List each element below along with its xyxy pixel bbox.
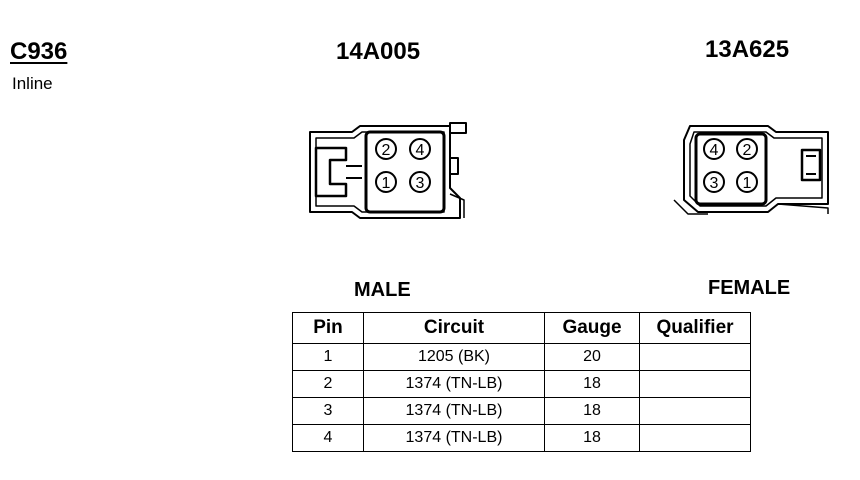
- header-circuit: Circuit: [363, 312, 545, 344]
- gauge-cell: 18: [544, 424, 640, 452]
- pin-table: Pin Circuit Gauge Qualifier 1 1205 (BK) …: [292, 312, 751, 452]
- male-connector-face: 2 4 1 3: [309, 122, 467, 219]
- female-label: FEMALE: [708, 277, 791, 299]
- table-row: 3 1374 (TN-LB) 18: [292, 397, 751, 425]
- male-part-number: 14A005: [336, 38, 421, 65]
- circuit-cell: 1374 (TN-LB): [363, 397, 545, 425]
- gauge-cell: 20: [544, 343, 640, 371]
- pin-cell: 1: [292, 343, 364, 371]
- header-pin: Pin: [292, 312, 364, 344]
- female-latch: [800, 148, 822, 182]
- male-cavity-label: 1: [382, 175, 391, 192]
- male-side-tab: [449, 122, 467, 134]
- circuit-cell: 1374 (TN-LB): [363, 370, 545, 398]
- pin-cell: 2: [292, 370, 364, 398]
- female-cavity-label: 2: [743, 142, 752, 159]
- qualifier-cell: [639, 370, 751, 398]
- gauge-cell: 18: [544, 397, 640, 425]
- gauge-cell: 18: [544, 370, 640, 398]
- pin-cell: 3: [292, 397, 364, 425]
- female-cavity-block: [694, 132, 768, 206]
- female-cavity-circle: [703, 138, 725, 160]
- header-qualifier: Qualifier: [639, 312, 751, 344]
- table-row: 2 1374 (TN-LB) 18: [292, 370, 751, 398]
- qualifier-cell: [639, 343, 751, 371]
- female-lip: [673, 199, 708, 215]
- male-cavity-circle: [375, 171, 397, 193]
- male-cavity-label: 2: [382, 142, 391, 159]
- male-housing-inner: [315, 131, 445, 213]
- male-latch: [314, 146, 348, 198]
- male-cavity-block: [364, 130, 446, 214]
- male-label: MALE: [354, 279, 411, 301]
- circuit-cell: 1205 (BK): [363, 343, 545, 371]
- table-row: 4 1374 (TN-LB) 18: [292, 424, 751, 452]
- male-cavity-label: 4: [416, 142, 425, 159]
- qualifier-cell: [639, 397, 751, 425]
- female-cavity-circle: [703, 171, 725, 193]
- qualifier-cell: [639, 424, 751, 452]
- header-gauge: Gauge: [544, 312, 640, 344]
- male-side-tab: [449, 157, 459, 175]
- male-cavity-circle: [409, 171, 431, 193]
- pin-table-header-row: Pin Circuit Gauge Qualifier: [292, 312, 751, 344]
- female-cavity-circle: [736, 138, 758, 160]
- female-cavity-label: 3: [710, 175, 719, 192]
- male-cavity-circle: [409, 138, 431, 160]
- table-row: 1 1205 (BK) 20: [292, 343, 751, 371]
- male-cavity-label: 3: [416, 175, 425, 192]
- female-housing-outline: [683, 125, 829, 213]
- female-housing-inner: [689, 131, 823, 207]
- female-part-number: 13A625: [705, 36, 790, 63]
- circuit-cell: 1374 (TN-LB): [363, 424, 545, 452]
- female-cavity-label: 4: [710, 142, 719, 159]
- female-cavity-label: 1: [743, 175, 752, 192]
- connector-type: Inline: [12, 74, 53, 93]
- pin-cell: 4: [292, 424, 364, 452]
- female-connector-face: 4 2 3 1: [673, 125, 829, 215]
- male-cavity-circle: [375, 138, 397, 160]
- connector-id: C936: [10, 38, 68, 65]
- female-cavity-circle: [736, 171, 758, 193]
